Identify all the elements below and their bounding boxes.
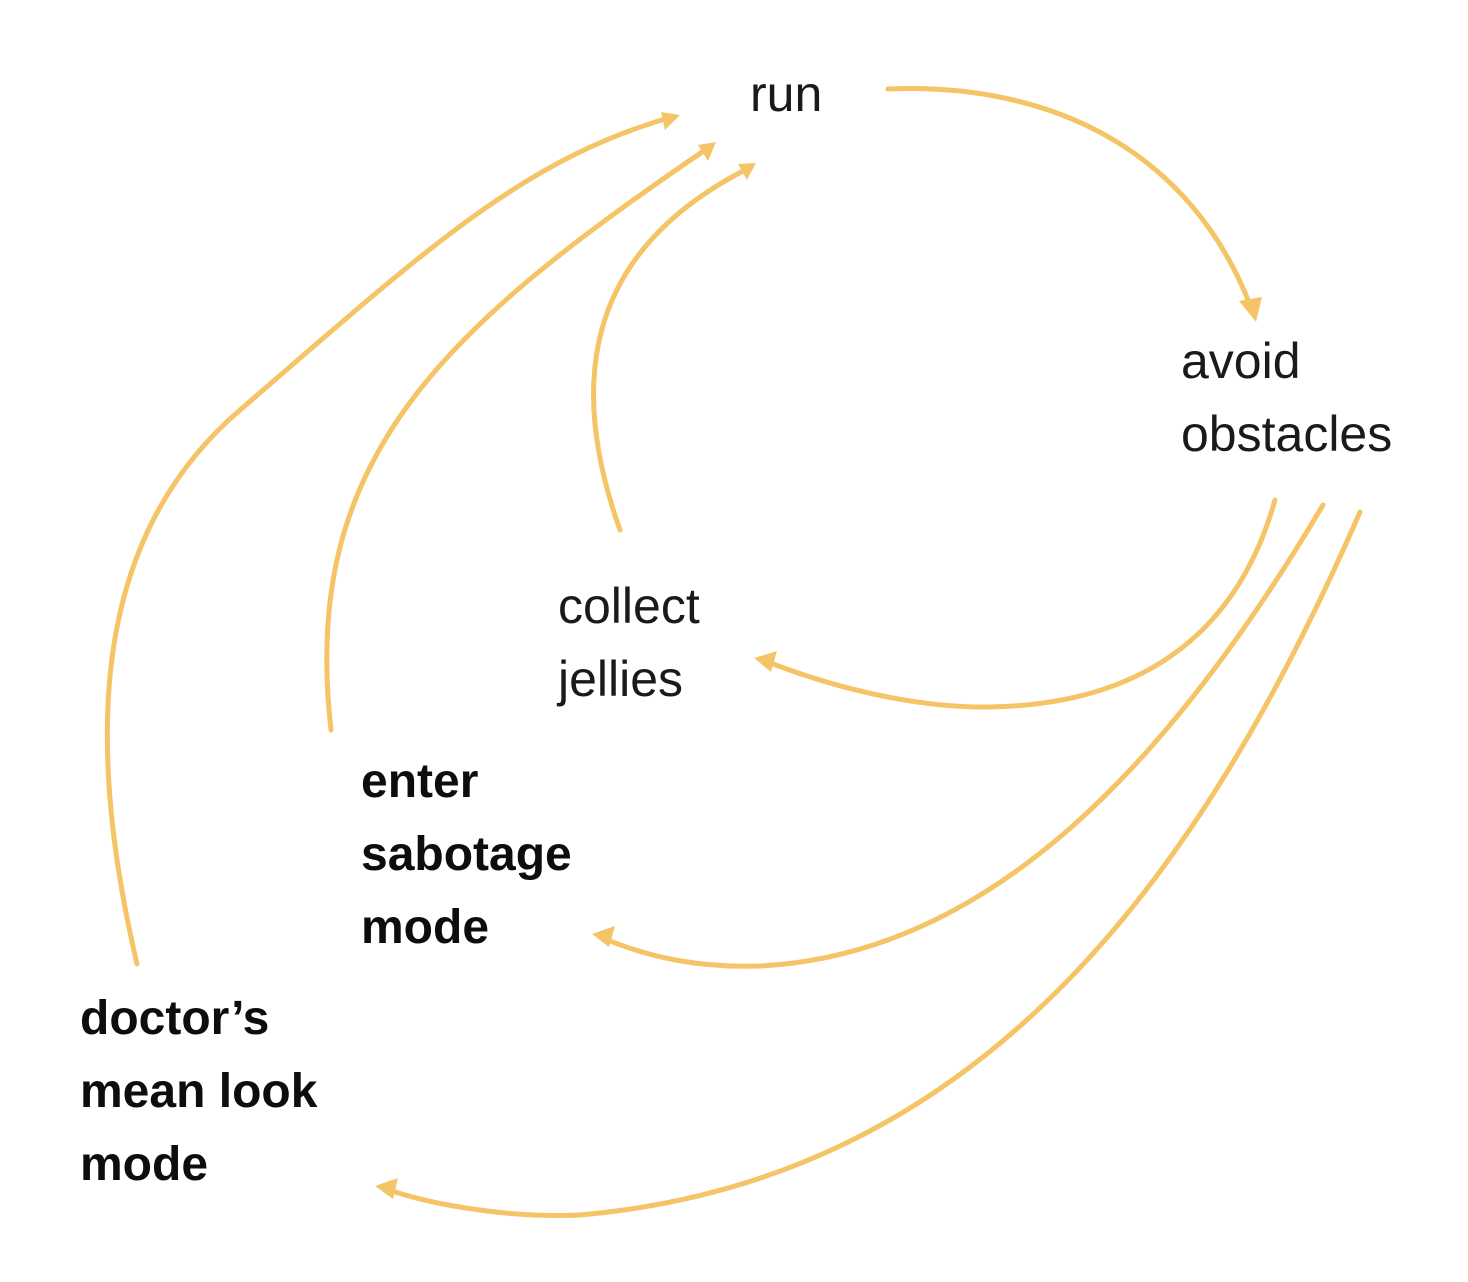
arrowhead-collect-jellies — [754, 651, 777, 672]
node-run: run — [750, 58, 822, 131]
node-doctors-mean-look-mode: doctor’s mean look mode — [80, 982, 317, 1201]
node-avoid-obstacles: avoid obstacles — [1181, 325, 1392, 471]
node-doctors-mean-look-mode-line: mean look — [80, 1065, 318, 1118]
edge-doctors-mode-to-run — [104, 114, 675, 967]
edge-avoid-obstacles-to-sabotage-mode — [597, 502, 1326, 969]
edge-collect-jellies-to-run — [591, 167, 748, 533]
arrowhead-run-from-collect — [738, 163, 756, 180]
edge-run-to-avoid-obstacles — [885, 86, 1253, 308]
node-avoid-obstacles-line: avoid — [1181, 333, 1301, 389]
arrowhead-avoid-obstacles — [1239, 297, 1262, 322]
node-avoid-obstacles-line: obstacles — [1181, 406, 1393, 462]
edge-group — [104, 86, 1363, 1219]
node-enter-sabotage-mode-line: mode — [361, 901, 490, 954]
arrowhead-group — [375, 112, 1262, 1199]
edge-avoid-obstacles-to-collect-jellies — [765, 497, 1278, 710]
arrowhead-run-from-sabotage — [698, 142, 716, 161]
node-collect-jellies-line: jellies — [558, 651, 684, 707]
node-collect-jellies: collect jellies — [558, 570, 700, 716]
arrowhead-doctors-mode — [375, 1178, 398, 1199]
node-run-line: run — [750, 66, 823, 122]
node-doctors-mean-look-mode-line: mode — [80, 1138, 209, 1191]
node-enter-sabotage-mode: enter sabotage mode — [361, 745, 572, 964]
node-collect-jellies-line: collect — [558, 578, 700, 634]
node-doctors-mean-look-mode-line: doctor’s — [80, 992, 270, 1045]
edge-avoid-obstacles-to-doctors-mode — [380, 509, 1363, 1219]
node-enter-sabotage-mode-line: sabotage — [361, 828, 572, 881]
node-enter-sabotage-mode-line: enter — [361, 755, 479, 808]
arrowhead-run-from-doctors — [661, 112, 680, 130]
arrowhead-sabotage-mode — [592, 926, 615, 947]
edge-sabotage-mode-to-run — [324, 145, 711, 733]
